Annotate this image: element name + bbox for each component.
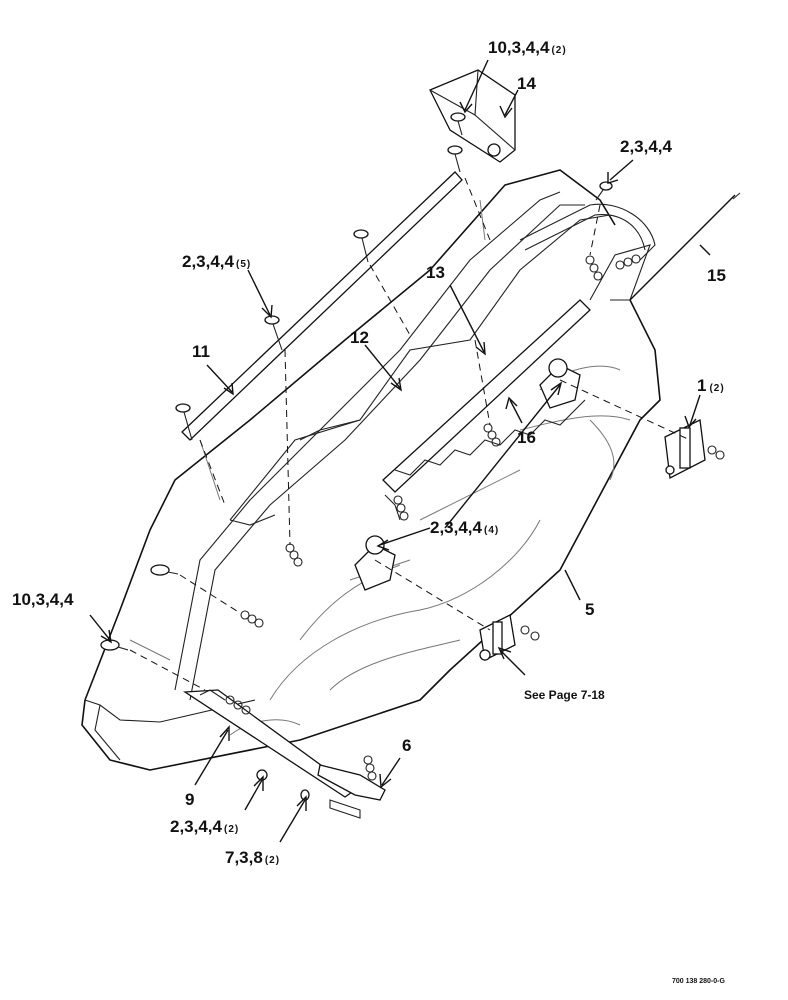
bracket-14: [429, 69, 516, 163]
hood-body: [81, 169, 661, 771]
callout-5: 5: [585, 600, 594, 619]
bolt: [447, 145, 463, 173]
bolt: [100, 639, 129, 651]
bolt: [595, 181, 613, 201]
bolt: [353, 229, 369, 263]
rod-15: [629, 192, 741, 301]
bolt: [450, 112, 466, 136]
hinge-1: [664, 419, 725, 480]
callout-10-left: 10,3,4,4: [12, 590, 74, 609]
hinge-see-page: [479, 614, 540, 661]
leader-lines: [89, 59, 711, 843]
callout-13: 13: [426, 263, 445, 282]
callout-12: 12: [350, 328, 369, 347]
callout-9: 9: [185, 790, 194, 809]
alignment-lines: [129, 177, 691, 691]
see-page-note: See Page 7-18: [524, 688, 605, 702]
panel-11: [181, 171, 486, 501]
bracket-6: [317, 764, 386, 819]
callout-1: 1(2): [697, 376, 725, 395]
bolt: [264, 315, 283, 351]
callout-11: 11: [192, 342, 210, 361]
panel-12: [229, 214, 611, 526]
callout-10-top: 10,3,4,4(2): [488, 38, 567, 57]
callout-15: 15: [707, 266, 726, 285]
bolts: [100, 112, 613, 801]
bolt: [175, 403, 193, 441]
callout-14: 14: [517, 74, 536, 93]
callout-labels: 10,3,4,4(2) 14 2,3,4,4 2,3,4,4(5) 15 13 …: [12, 38, 726, 985]
bolt: [150, 564, 179, 576]
callout-16: 16: [517, 428, 536, 447]
callout-6: 6: [402, 736, 411, 755]
figure-id: 700 138 280-0-G: [672, 978, 725, 985]
callout-2-qty2: 2,3,4,4(2): [170, 817, 239, 836]
callout-7: 7,3,8(2): [225, 848, 280, 867]
callout-2-right: 2,3,4,4: [620, 137, 673, 156]
curved-cover: [519, 203, 656, 301]
callout-2-qty4: 2,3,4,4(4): [430, 518, 499, 537]
callout-2-qty5: 2,3,4,4(5): [182, 252, 251, 271]
bumper-center: [354, 535, 396, 591]
washer-stacks: [225, 254, 641, 781]
